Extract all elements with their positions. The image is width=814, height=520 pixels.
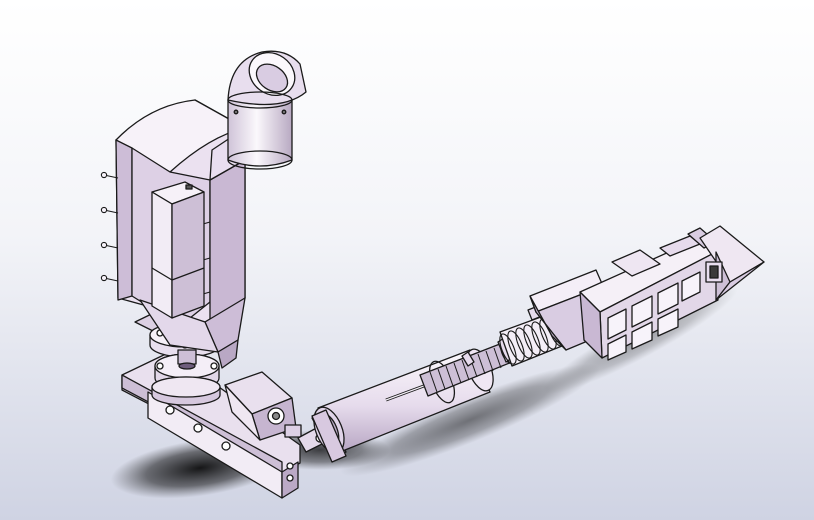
extension-duct-icon: [579, 227, 719, 361]
discharge-nozzle-icon: [699, 225, 765, 301]
drive-motor-icon: [151, 181, 205, 319]
feed-elbow-pipe-icon: [227, 50, 307, 170]
gear-motor-icon: [224, 371, 302, 441]
